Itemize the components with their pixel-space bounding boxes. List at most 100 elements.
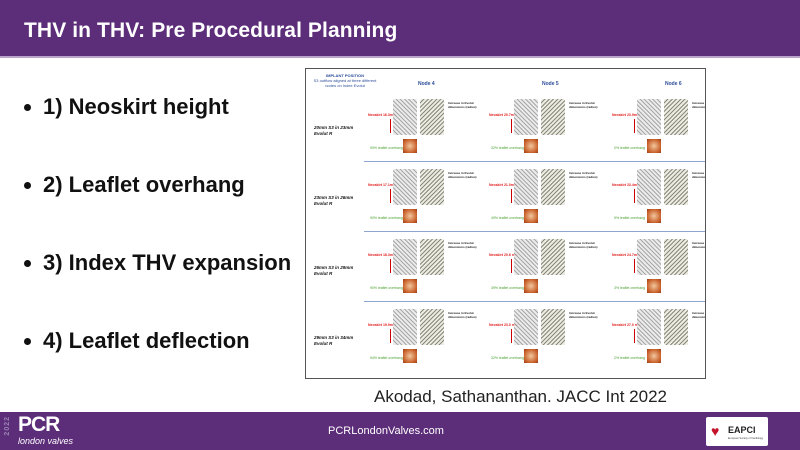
evolut-valve-image [420, 169, 444, 205]
eapci-name: EAPCI [728, 425, 756, 435]
neoskirt-label: Neoskirt 23.4mm [612, 183, 641, 187]
slide-header: THV in THV: Pre Procedural Planning [0, 0, 800, 58]
overhang-label: 90% leaflet overhang [370, 146, 403, 150]
implant-subtitle: S3 outflow aligned at three different no… [313, 78, 377, 88]
eapci-subtitle: European Society of Cardiology [728, 437, 764, 440]
s3-valve-image [514, 169, 538, 205]
overhang-label: 49% leaflet overhang [491, 216, 524, 220]
node-4-heading: Node 4 [418, 81, 435, 87]
evolut-valve-image [664, 99, 688, 135]
height-arrow-icon [511, 119, 512, 133]
height-arrow-icon [634, 259, 635, 273]
height-arrow-icon [390, 189, 391, 203]
s3-valve-image [514, 239, 538, 275]
increase-label: Increase in Evolut dimensions (radius) [692, 171, 706, 179]
s3-valve-image [514, 99, 538, 135]
s3-valve-image [637, 309, 661, 345]
slide-footer: 2022 PCR london valves PCRLondonValves.c… [0, 412, 800, 450]
s3-valve-image [637, 99, 661, 135]
neoskirt-label: Neoskirt 18.3mm [368, 253, 397, 257]
height-arrow-icon [390, 119, 391, 133]
height-arrow-icon [634, 329, 635, 343]
neoskirt-label: Neoskirt 20.7mm [489, 113, 518, 117]
heart-icon: ♥ [711, 423, 720, 439]
s3-valve-image [637, 239, 661, 275]
overhang-label: 32% leaflet overhang [491, 356, 524, 360]
leaflet-image [524, 139, 538, 153]
s3-valve-image [393, 309, 417, 345]
figure-cell: Neoskirt 23.4mm Increase in Evolut dimens… [612, 165, 706, 235]
pcr-logo-subtitle: london valves [18, 436, 74, 446]
leaflet-image [524, 209, 538, 223]
increase-label: Increase in Evolut dimensions (radius) [569, 311, 598, 319]
evolut-valve-image [420, 309, 444, 345]
overhang-label: 0% leaflet overhang [614, 146, 645, 150]
height-arrow-icon [511, 189, 512, 203]
bullet-text: 1) Neoskirt height [43, 94, 229, 119]
height-arrow-icon [511, 329, 512, 343]
leaflet-image [647, 209, 661, 223]
increase-label: Increase in Evolut dimensions (radius) [692, 311, 706, 319]
increase-label: Increase in Evolut dimensions (radius) [448, 241, 477, 249]
leaflet-image [647, 139, 661, 153]
s3-valve-image [637, 169, 661, 205]
overhang-label: 32% leaflet overhang [491, 146, 524, 150]
evolut-valve-image [420, 239, 444, 275]
row-label: 20mm S3 in 23mm Evolut R [314, 125, 354, 136]
row-label: 23mm S3 in 26mm Evolut R [314, 195, 354, 206]
evolut-valve-image [664, 309, 688, 345]
row-divider [364, 231, 705, 232]
evolut-valve-image [541, 309, 565, 345]
slide-title: THV in THV: Pre Procedural Planning [24, 19, 398, 42]
bullet-dot-icon [24, 259, 31, 267]
neoskirt-label: Neoskirt 23.9mm [612, 113, 641, 117]
overhang-label: 90% leaflet overhang [370, 216, 403, 220]
row-divider [364, 301, 705, 302]
neoskirt-label: Neoskirt 19.9mm [368, 323, 397, 327]
bullet-dot-icon [24, 181, 31, 189]
increase-label: Increase in Evolut dimensions (radius) [448, 171, 477, 179]
figure-cell: Neoskirt 18.3mm Increase in Evolut dimens… [368, 235, 478, 305]
height-arrow-icon [634, 119, 635, 133]
bullet-item: 1) Neoskirt height [24, 92, 291, 122]
implant-position-heading: IMPLANT POSITION S3 outflow aligned at t… [310, 73, 380, 88]
s3-valve-image [393, 169, 417, 205]
overhang-label: 2% leaflet overhang [614, 356, 645, 360]
bullet-dot-icon [24, 337, 31, 345]
bullet-dot-icon [24, 103, 31, 111]
figure-cell: Neoskirt 23.9mm Increase in Evolut dimens… [612, 95, 706, 165]
overhang-label: 3% leaflet overhang [614, 286, 645, 290]
leaflet-image [647, 279, 661, 293]
increase-label: Increase in Evolut dimensions (radius) [692, 241, 706, 249]
increase-label: Increase in Evolut dimensions (radius) [692, 101, 706, 109]
figure-cell: Neoskirt 20.7mm Increase in Evolut dimens… [489, 95, 599, 165]
bullet-text: 3) Index THV expansion [43, 250, 292, 275]
bullet-list: 1) Neoskirt height 2) Leaflet overhang 3… [24, 92, 291, 404]
website-link[interactable]: PCRLondonValves.com [328, 425, 444, 437]
s3-valve-image [393, 239, 417, 275]
leaflet-image [647, 349, 661, 363]
bullet-item: 2) Leaflet overhang [24, 170, 291, 200]
bullet-item: 4) Leaflet deflection [24, 326, 291, 356]
increase-label: Increase in Evolut dimensions (radius) [569, 241, 598, 249]
overhang-label: 90% leaflet overhang [370, 286, 403, 290]
overhang-label: 39% leaflet overhang [491, 286, 524, 290]
footer-year: 2022 [4, 416, 11, 436]
neoskirt-label: Neoskirt 20.6 mm [489, 253, 518, 257]
leaflet-image [403, 349, 417, 363]
height-arrow-icon [390, 329, 391, 343]
study-figure: IMPLANT POSITION S3 outflow aligned at t… [305, 68, 706, 379]
height-arrow-icon [511, 259, 512, 273]
s3-valve-image [393, 99, 417, 135]
leaflet-image [524, 349, 538, 363]
node-6-heading: Node 6 [665, 81, 682, 87]
evolut-valve-image [664, 169, 688, 205]
row-label: 26mm S3 in 29mm Evolut R [314, 265, 354, 276]
neoskirt-label: Neoskirt 21.0mm [489, 183, 518, 187]
increase-label: Increase in Evolut dimensions (radius) [569, 101, 598, 109]
